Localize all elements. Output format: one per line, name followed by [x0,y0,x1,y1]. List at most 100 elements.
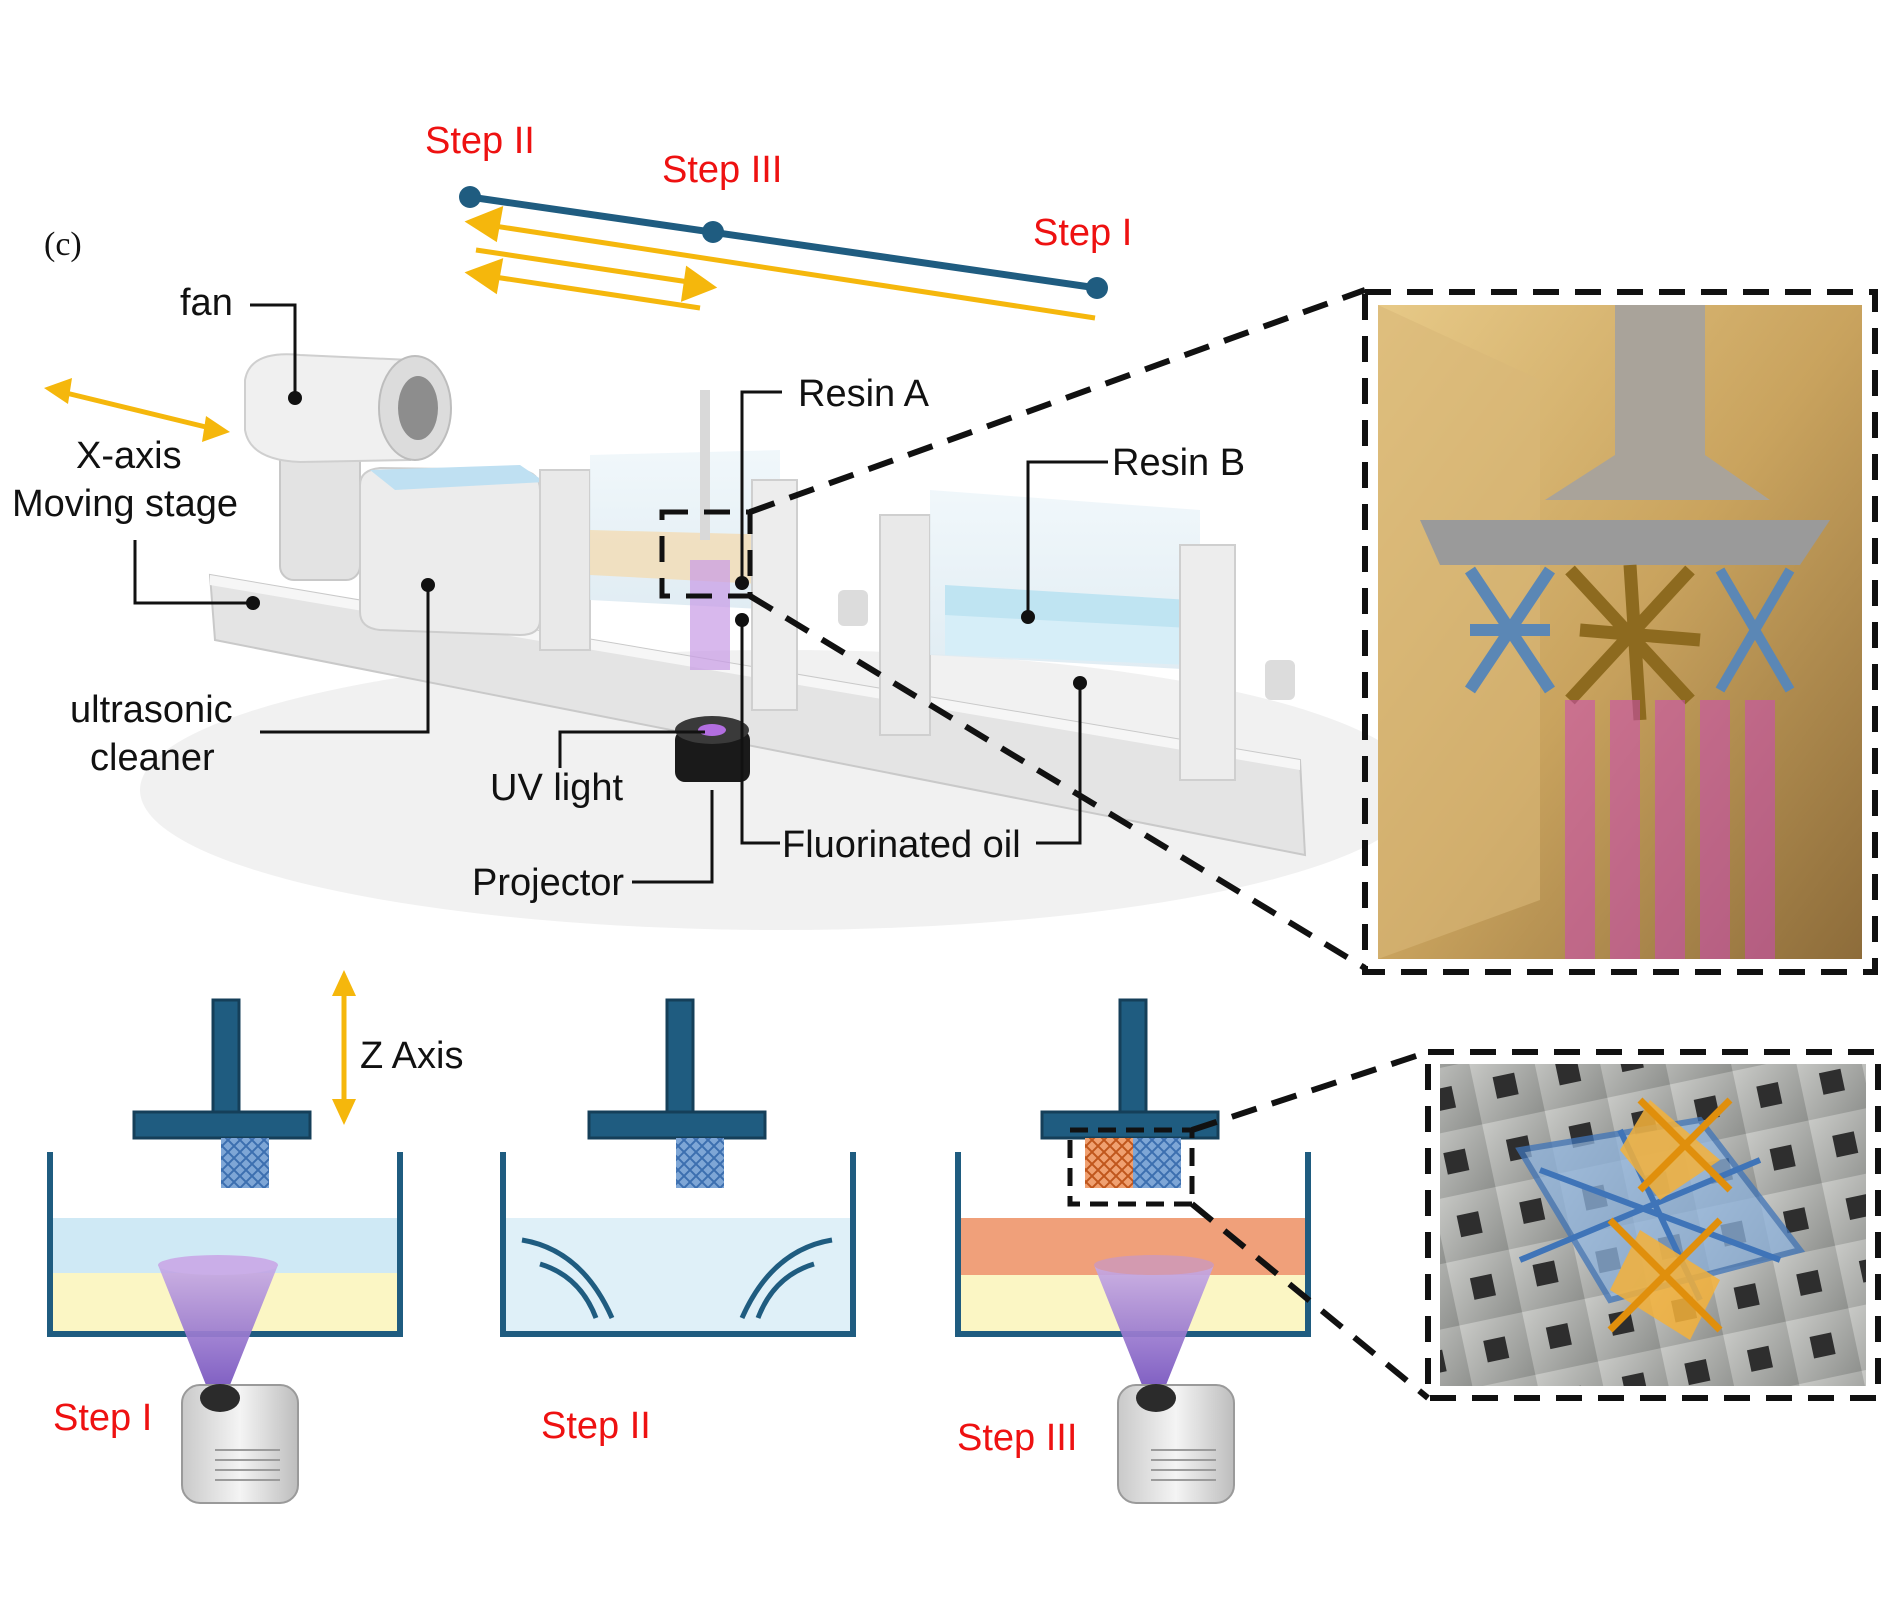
leader-stage [133,540,253,605]
leader-oil-right-dot [1073,676,1087,690]
arrow-step1-to-step2 [487,222,1096,321]
tank-a-right-wall [751,479,798,711]
step3-uv-spot [1094,1255,1214,1275]
tank-b-valve-2 [1265,660,1295,700]
motion-arrows [464,206,1096,321]
uv-beam-5 [1745,700,1775,959]
step3-projector [1117,1384,1235,1504]
x-axis-arrow-head-left [44,378,72,404]
uv-beam-4 [1700,700,1730,959]
wave-right-1 [739,1237,833,1320]
step3-projector-lens [1136,1384,1176,1412]
label-ultrasonic: ultrasonic [70,689,233,731]
step2-schematic: Step II [500,998,856,1447]
step3-part-resin-b [1085,1138,1133,1188]
cleaner-body [359,466,541,637]
label-x-axis: X-axis [76,435,182,477]
label-projector: Projector [472,862,624,904]
timeline-node-step1 [1086,277,1108,299]
ultrasonic-cleaner-render [359,465,545,637]
leader-resin-b-dot [1021,610,1035,624]
leader-resin-a-dot [735,576,749,590]
tank-b-left-wall [879,514,931,736]
fan-render [244,353,452,581]
timeline-step2-label: Step II [425,120,535,162]
label-fan: fan [180,282,233,324]
moving-stage-plate [208,573,1307,857]
arrow-head-left-1 [464,206,504,243]
step2-cleaning-liquid [503,1218,853,1334]
leader-uv-light [558,730,705,768]
tank-a-uv-beam [690,560,730,670]
timeline-step3-label: Step III [662,149,782,191]
leader-fan [250,303,297,398]
step1-platform-rod [211,998,241,1116]
wave-left-2 [539,1261,599,1319]
setup-labels: fan X-axis Moving stage ultrasonic clean… [12,282,1245,904]
cleaner-water [370,465,545,490]
step1-uv-cone [158,1265,278,1385]
resin-b-tank-render [838,490,1295,781]
label-moving-stage: Moving stage [12,483,238,525]
label-uv-light: UV light [490,767,623,809]
step2-printed-part [676,1138,724,1188]
leader-oil-right [1036,683,1082,845]
timeline-step1-label: Step I [1033,212,1132,254]
step1-projector-lens [200,1384,240,1412]
label-fluorinated-oil: Fluorinated oil [782,824,1021,866]
projector-puck-body [675,730,750,782]
leader-projector [632,790,714,884]
leader-stage-dot [246,596,260,610]
zoom-frame [1362,289,1878,975]
photo-gold-struts [1607,1097,1733,1333]
zoom-photo-platform [1420,520,1830,565]
arrow-head-left-2 [464,258,504,295]
step3-projector-vents [1151,1449,1216,1481]
zoom-lattice-blue-2 [1715,567,1795,693]
zoom-photo-uv-beams [1565,700,1775,959]
step3-uv-cone [1094,1265,1214,1385]
step3-projector-body [1117,1384,1235,1504]
x-axis-arrow [44,378,230,442]
step2-platform [587,1110,767,1140]
step-timeline: Step II Step III Step I [425,120,1132,299]
x-axis-arrow-shaft [61,389,211,431]
x-axis-arrow-head-right [202,416,230,442]
tank-b-oil [945,615,1190,665]
arrow-step2-to-step3 [475,247,703,287]
step2-tank [500,1152,856,1337]
uv-beam-2 [1610,700,1640,959]
setup-render [140,353,1420,930]
timeline-node-step3 [702,221,724,243]
leader-oil-left-dot [735,613,749,627]
step1-projector-vents [215,1449,280,1481]
step3-part-resin-a [1133,1138,1181,1188]
photo-frame [1425,1049,1881,1401]
tank-a-left-wall [539,469,591,651]
zoom-connector-top [748,287,1367,515]
leader-cleaner-dot [421,578,435,592]
photo-lattice-part [1515,1097,1806,1340]
step2-ultrasonic-waves [521,1237,833,1320]
zoom-photo-left-wall [1378,305,1540,959]
photo-connector-bottom [1190,1201,1430,1401]
step3-schematic: Step III [955,998,1311,1504]
projector-puck-render [675,716,750,782]
step3-platform-rod [1118,998,1148,1116]
step1-schematic: Step I [47,998,403,1504]
step1-uv-spot [158,1255,278,1275]
arrow-step3-return [487,273,701,311]
uv-beam-3 [1655,700,1685,959]
z-axis-arrow: Z Axis [332,970,463,1125]
zoom-lattice-blue [1465,566,1555,694]
step1-label: Step I [53,1397,152,1439]
tank-a-build-rod [700,390,710,540]
zoom-panel-render [748,287,1878,975]
tank-a-resin [590,530,780,585]
timeline-line [469,193,1098,292]
part-photo-render [1190,1049,1881,1401]
step2-label: Step II [541,1405,651,1447]
timeline-node-step2 [459,186,481,208]
step3-platform [1040,1110,1220,1140]
leader-resin-b [1026,460,1108,617]
